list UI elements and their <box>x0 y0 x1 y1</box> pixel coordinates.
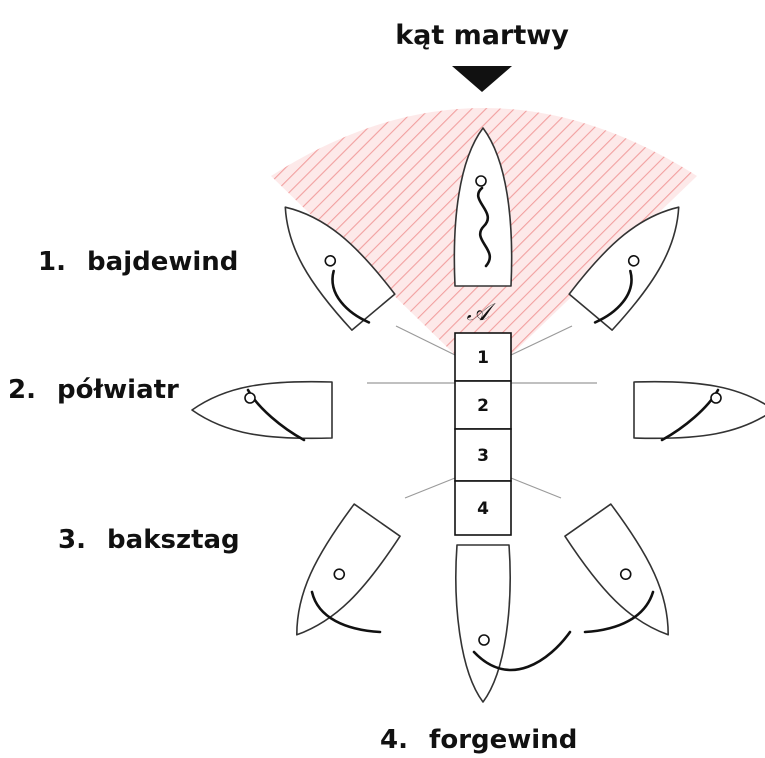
course-label-4: 4. forgewind <box>380 725 577 755</box>
dead-angle-title: kąt martwy <box>395 20 569 51</box>
course-label-1: 1. bajdewind <box>38 247 238 277</box>
course-name-text: bajdewind <box>87 247 238 277</box>
svg-text:1. bajdewind: 1. bajdewind <box>38 247 238 277</box>
course-number-text: 3. <box>58 525 86 555</box>
course-number-text: 4. <box>380 725 408 755</box>
course-number-3: 3 <box>477 446 489 466</box>
boat-close-hauled-left <box>284 206 396 331</box>
course-label-2: 2. półwiatr <box>8 375 179 405</box>
svg-text:2. półwiatr: 2. półwiatr <box>8 375 179 405</box>
course-number-column: 1 2 3 4 <box>454 332 512 536</box>
course-number-1: 1 <box>477 348 489 368</box>
connector-lines <box>367 325 597 499</box>
boat-broad-reach-right <box>564 503 669 636</box>
course-name-text: forgewind <box>429 725 577 755</box>
course-number-2: 2 <box>477 396 489 416</box>
wind-direction-arrow <box>452 66 512 92</box>
boat-beam-reach-right <box>633 380 765 442</box>
boat-head-to-wind <box>453 127 513 287</box>
boat-beam-reach-left <box>191 380 333 442</box>
boat-broad-reach-left <box>296 503 401 636</box>
course-name-text: baksztag <box>107 525 240 555</box>
boat-running <box>455 544 572 703</box>
course-number-text: 1. <box>38 247 66 277</box>
svg-text:3. baksztag: 3. baksztag <box>58 525 240 555</box>
boat-close-hauled-right <box>568 206 680 331</box>
course-number-4: 4 <box>477 499 489 519</box>
course-name-text: półwiatr <box>57 375 179 405</box>
course-number-text: 2. <box>8 375 36 405</box>
svg-text:4. forgewind: 4. forgewind <box>380 725 577 755</box>
course-label-3: 3. baksztag <box>58 525 240 555</box>
